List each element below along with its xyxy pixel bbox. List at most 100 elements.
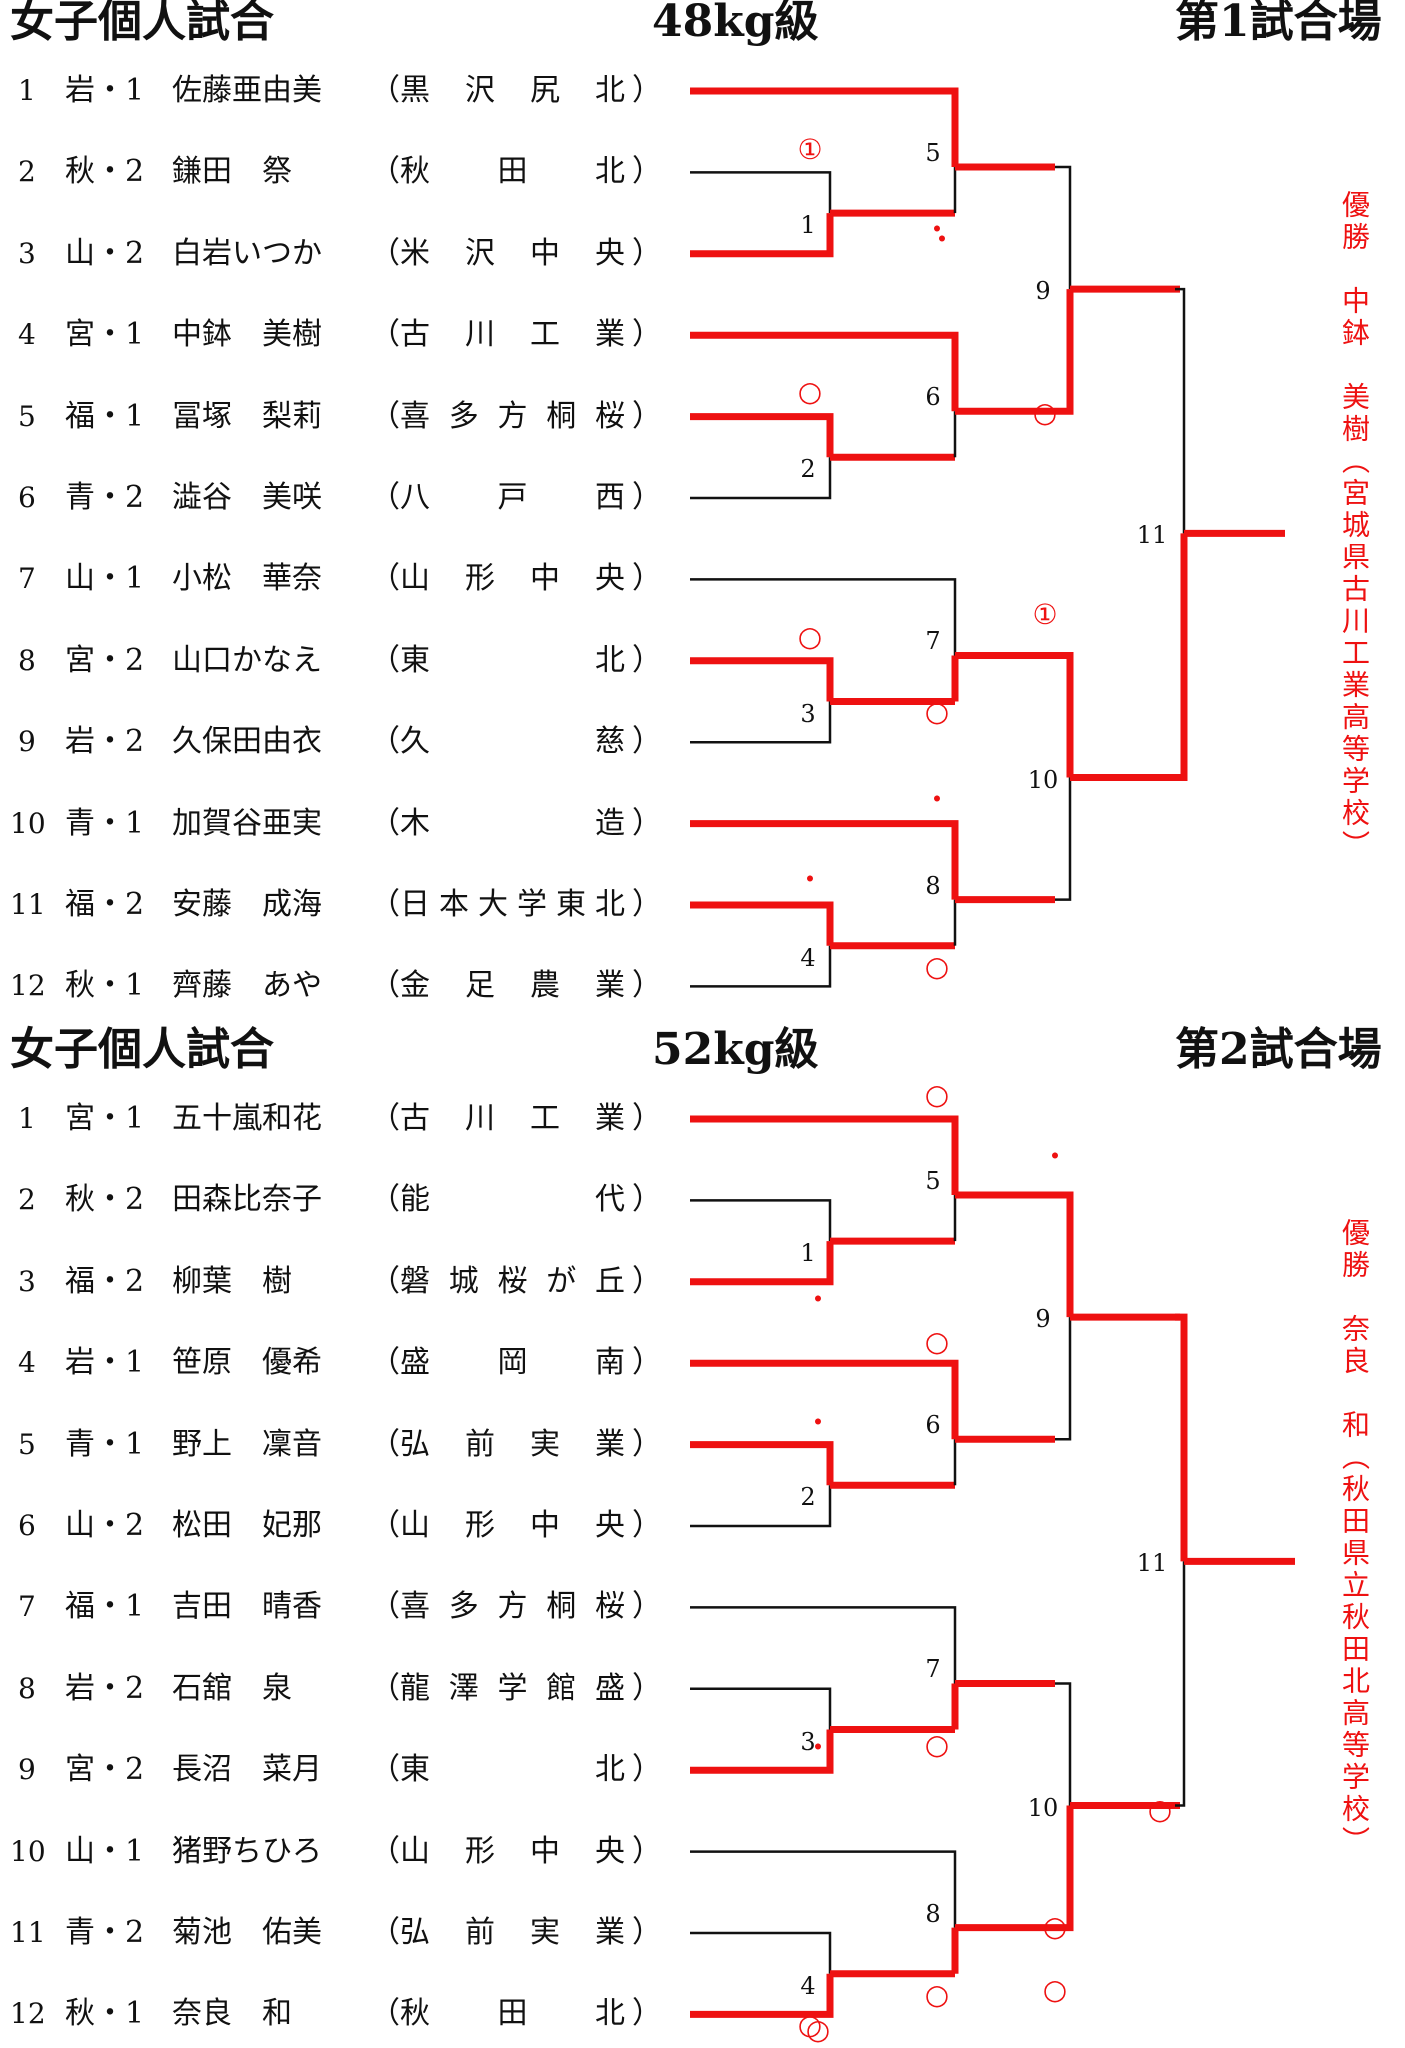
match-label: 1 xyxy=(800,211,816,240)
entry-number: 9 xyxy=(18,725,36,759)
entry-paren-close: ） xyxy=(632,1752,662,1788)
weight-class: 48kg級 xyxy=(652,0,819,47)
entry-paren-close: ） xyxy=(632,1670,662,1706)
entry-paren-close: ） xyxy=(632,1263,662,1299)
entry-name: 奈良 和 xyxy=(172,1996,292,2032)
match-line xyxy=(1055,1317,1072,1441)
weight-class: 52kg級 xyxy=(652,1024,819,1075)
entry-paren-open: （ xyxy=(370,724,400,760)
entry-prefecture: 青・2 xyxy=(65,1915,145,1950)
match-label: 9 xyxy=(1035,277,1051,306)
entry-school: 山形中央 xyxy=(400,561,625,597)
match-line xyxy=(1055,1805,1074,1932)
score-mark: ○ xyxy=(1042,1973,1068,2006)
entry-school: 秋田北 xyxy=(400,154,625,190)
entry-paren-open: （ xyxy=(370,1426,400,1462)
entry-school: 東北 xyxy=(400,1752,625,1788)
entry-school: 能代 xyxy=(400,1182,625,1218)
entry-prefecture: 宮・1 xyxy=(65,317,145,353)
entry-prefecture: 福・1 xyxy=(65,1589,145,1625)
entry-number: 6 xyxy=(18,1509,36,1542)
entry-number: 2 xyxy=(18,155,36,189)
entry-number: 7 xyxy=(18,1590,36,1624)
entry-prefecture: 宮・2 xyxy=(65,642,145,678)
entry-number: 11 xyxy=(10,1916,46,1949)
entry-name: 冨塚 梨莉 xyxy=(172,398,322,434)
entry-number: 12 xyxy=(10,969,46,1003)
entry-paren-open: （ xyxy=(370,1345,400,1381)
entry-prefecture: 山・2 xyxy=(65,235,145,271)
entry-paren-open: （ xyxy=(370,1182,400,1218)
entry-paren-open: （ xyxy=(370,805,400,841)
match-line xyxy=(690,331,959,412)
match-line xyxy=(1175,287,1186,534)
score-mark: ・ xyxy=(1040,1140,1070,1173)
entry-name: 松田 妃那 xyxy=(172,1508,322,1543)
match-line xyxy=(690,1441,834,1486)
match-label: 11 xyxy=(1136,521,1168,550)
score-mark: ・ xyxy=(803,1731,833,1764)
entry-paren-close: ） xyxy=(632,1508,662,1543)
entry-prefecture: 宮・1 xyxy=(65,1101,145,1136)
entry-number: 10 xyxy=(10,1834,46,1868)
entry-paren-close: ） xyxy=(632,1833,662,1869)
entry-school: 黒沢尻北 xyxy=(400,73,625,108)
match-line xyxy=(690,213,834,258)
entry-paren-open: （ xyxy=(370,1263,400,1299)
match-line xyxy=(690,1973,834,2018)
match-line xyxy=(1055,651,1074,778)
match-label: 6 xyxy=(925,383,941,412)
entry-prefecture: 青・1 xyxy=(65,805,145,841)
entry-number: 5 xyxy=(18,1427,36,1461)
match-line xyxy=(690,1485,832,1528)
entry-name: 安藤 成海 xyxy=(172,887,322,922)
entry-school: 木造 xyxy=(400,805,625,841)
champion-school: （秋田県立秋田北高等学校） xyxy=(1338,1442,1371,1858)
match-line xyxy=(1175,1561,1186,1807)
score-mark: ○ xyxy=(924,1325,950,1358)
entry-number: 1 xyxy=(18,74,36,107)
champion-name: 中鉢 美樹 xyxy=(1338,286,1371,446)
entry-paren-close: ） xyxy=(632,1915,662,1950)
entry-number: 3 xyxy=(18,236,36,270)
match-line xyxy=(690,945,832,988)
entry-name: 長沼 菜月 xyxy=(172,1752,322,1788)
entry-number: 7 xyxy=(18,562,36,596)
entry-school: 久慈 xyxy=(400,724,625,760)
entry-number: 3 xyxy=(18,1264,36,1298)
entry-name: 柳葉 樹 xyxy=(172,1263,292,1299)
match-line xyxy=(690,171,832,214)
match-label: 6 xyxy=(925,1411,941,1440)
match-label: 3 xyxy=(800,699,816,728)
score-mark: ・ xyxy=(803,1406,833,1439)
entry-school: 米沢中央 xyxy=(400,235,625,271)
match-line xyxy=(690,1115,959,1196)
entry-prefecture: 秋・1 xyxy=(65,1996,145,2032)
match-line xyxy=(1055,777,1072,901)
match-label: 9 xyxy=(1035,1305,1051,1334)
entry-paren-open: （ xyxy=(370,968,400,1004)
match-line xyxy=(690,657,834,702)
entry-number: 11 xyxy=(10,888,46,921)
entry-paren-open: （ xyxy=(370,317,400,353)
entry-paren-open: （ xyxy=(370,1996,400,2032)
entry-school: 古川工業 xyxy=(400,1101,625,1136)
score-mark: ○ xyxy=(1042,1910,1068,1943)
match-line xyxy=(690,1931,832,1974)
score-mark: ・ xyxy=(795,863,825,896)
entry-name: 久保田由衣 xyxy=(172,724,322,760)
score-mark: ① xyxy=(1032,598,1058,631)
match-label: 4 xyxy=(800,1971,816,2000)
entry-number: 1 xyxy=(18,1102,36,1135)
entry-prefecture: 岩・1 xyxy=(65,73,145,108)
match-line xyxy=(1175,533,1188,782)
entry-prefecture: 山・2 xyxy=(65,1508,145,1543)
match-label: 8 xyxy=(925,871,941,900)
score-mark: ・ xyxy=(922,213,952,246)
match-label: 8 xyxy=(925,1899,941,1928)
match-line xyxy=(690,820,959,900)
entry-paren-open: （ xyxy=(370,154,400,190)
score-mark: ○ xyxy=(924,950,950,983)
entry-paren-close: ） xyxy=(632,317,662,353)
